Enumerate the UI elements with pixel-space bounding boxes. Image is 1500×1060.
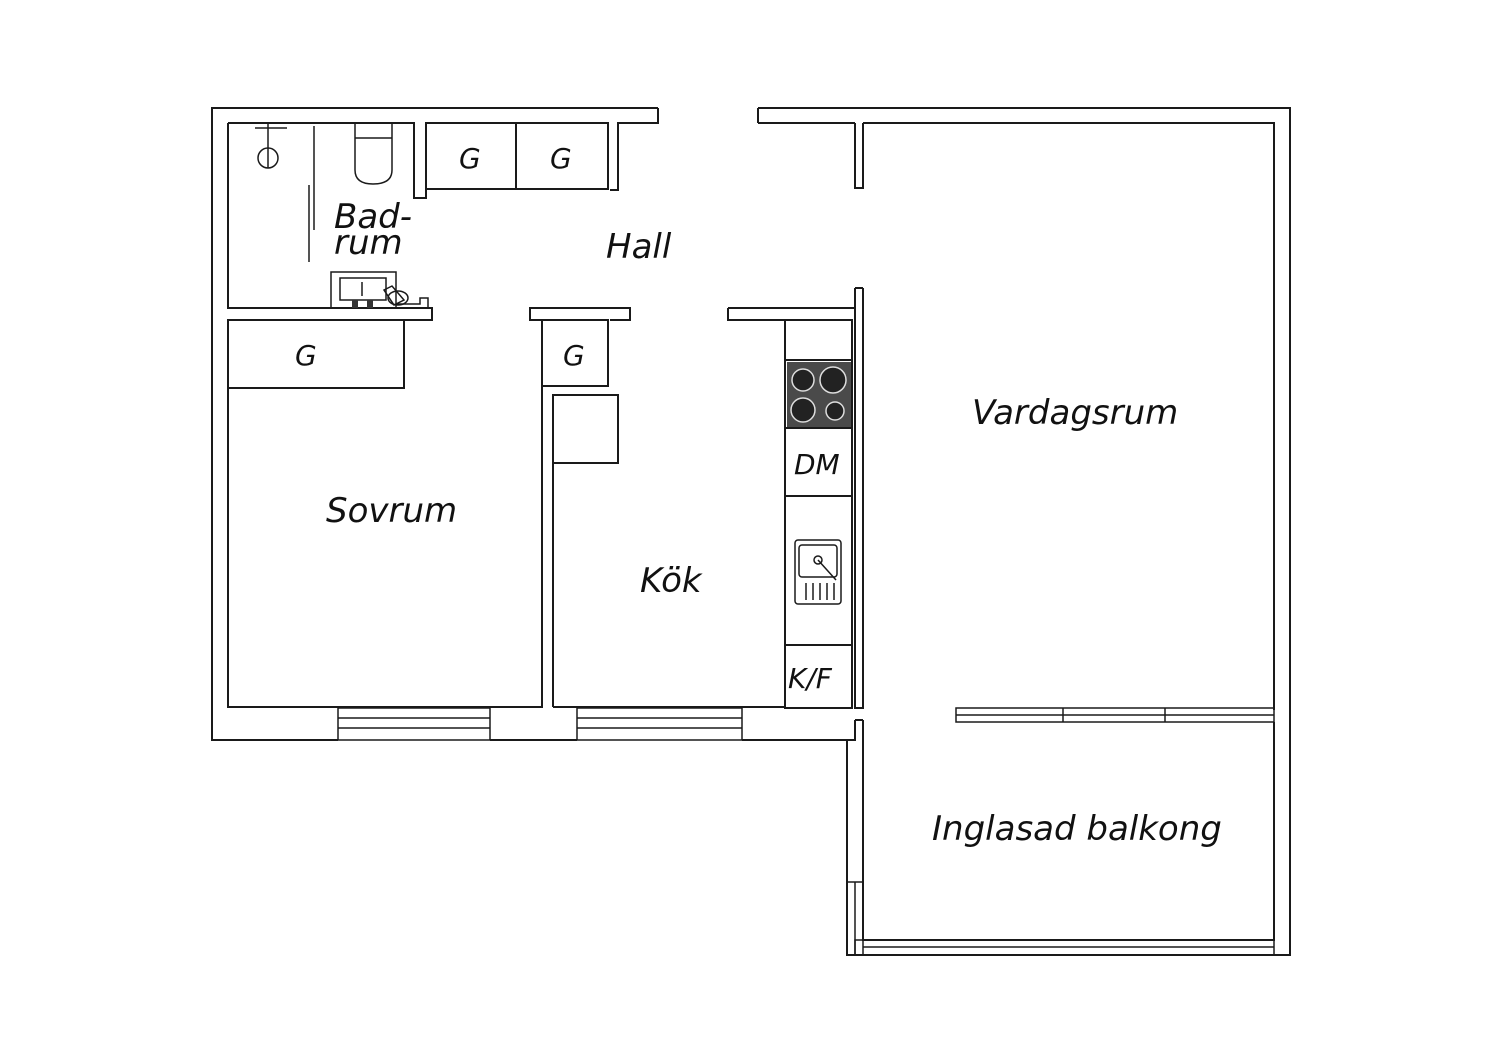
wardrobe-label-1: G xyxy=(459,142,481,175)
wardrobe-3 xyxy=(227,319,405,389)
wardrobes xyxy=(227,122,619,464)
stove-icon xyxy=(787,362,851,427)
windows xyxy=(337,707,1275,956)
shower-icon xyxy=(255,123,315,262)
room-label-bathroom-1: Bad- xyxy=(334,197,412,237)
kitchen-cabinet xyxy=(552,394,619,464)
room-label-kitchen: Kök xyxy=(640,561,703,601)
room-label-living-room: Vardagsrum xyxy=(972,393,1178,433)
sink-icon xyxy=(794,539,842,605)
room-label-hall: Hall xyxy=(606,227,672,267)
dishwasher-label: DM xyxy=(794,448,840,481)
washbasin-icon xyxy=(330,271,429,309)
wardrobe-label-3: G xyxy=(295,339,317,372)
wardrobe-label-2: G xyxy=(550,142,572,175)
wardrobe-2 xyxy=(515,122,609,190)
wardrobe-1 xyxy=(425,122,517,190)
toilet-icon xyxy=(354,123,393,185)
room-label-balcony: Inglasad balkong xyxy=(932,809,1222,849)
room-label-bathroom-2: rum xyxy=(334,223,403,263)
fridge-freezer-label: K/F xyxy=(788,662,833,695)
wardrobe-4 xyxy=(541,319,609,387)
room-label-bedroom: Sovrum xyxy=(326,491,457,531)
wardrobe-label-4: G xyxy=(563,339,585,372)
